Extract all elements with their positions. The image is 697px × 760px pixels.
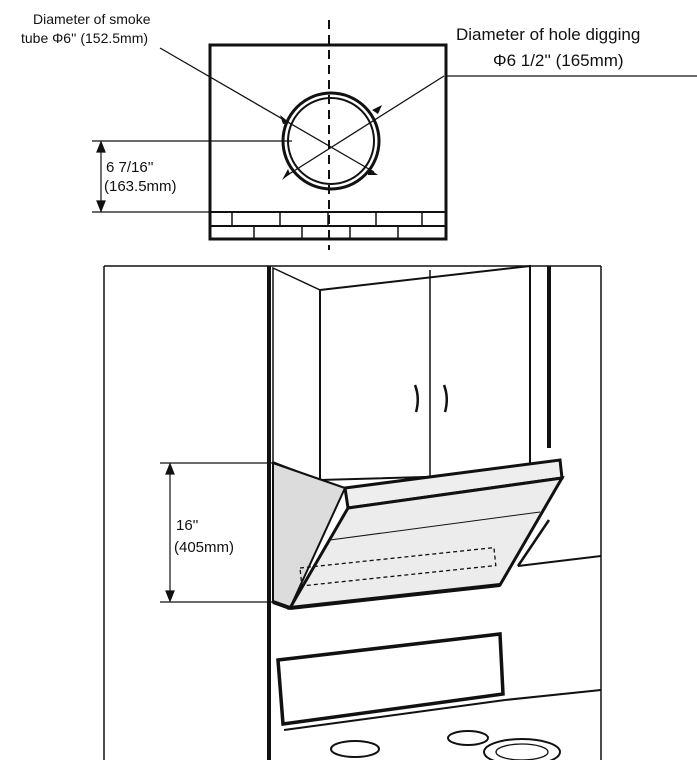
- smoke-tube-label-line2: tube Φ6'' (152.5mm): [21, 30, 148, 46]
- wall-cabinet: [272, 264, 531, 482]
- top-height-label-line2: (163.5mm): [104, 178, 177, 195]
- install-height-label-line1: 16'': [176, 517, 199, 534]
- range-stove: [276, 632, 602, 760]
- top-wall-view: Diameter of smoke tube Φ6'' (152.5mm) Di…: [21, 11, 697, 250]
- top-height-dimension: [92, 140, 292, 213]
- room-frame: [103, 265, 602, 760]
- brick-courses: [210, 211, 446, 239]
- install-view: 16'' (405mm): [103, 264, 602, 760]
- top-height-label-line1: 6 7/16'': [106, 159, 154, 176]
- wall-corner: [267, 266, 602, 760]
- burner-left: [330, 740, 380, 758]
- hole-digging-label-line2: Φ6 1/2'' (165mm): [493, 51, 624, 70]
- leader-lines: [159, 47, 697, 177]
- install-height-label-line2: (405mm): [174, 539, 234, 556]
- hole-digging-label-line1: Diameter of hole digging: [456, 25, 640, 44]
- burner-middle: [447, 730, 489, 746]
- leader-arrowheads: [280, 105, 382, 180]
- cabinet-handle-right: [442, 384, 448, 413]
- install-height-dimension: [160, 462, 273, 603]
- range-hood: [272, 458, 565, 610]
- smoke-tube-label-line1: Diameter of smoke: [33, 11, 151, 27]
- hood-grille: [299, 546, 497, 587]
- cabinet-handle-left: [413, 384, 419, 413]
